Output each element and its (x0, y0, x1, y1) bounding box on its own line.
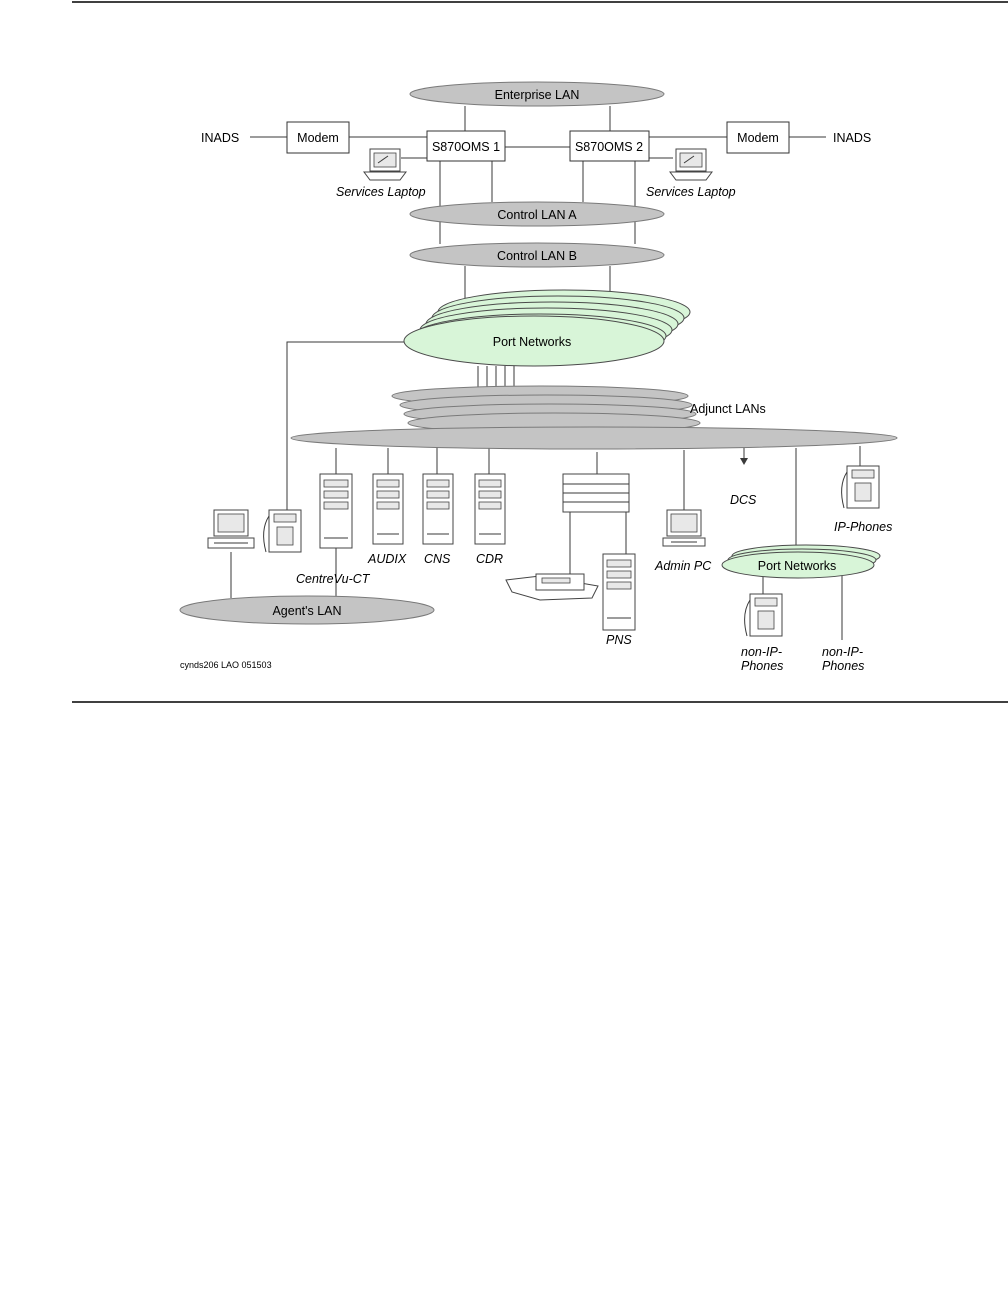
small-port-networks-stack (721, 544, 881, 579)
services-laptop-left-label: Services Laptop (336, 185, 426, 199)
printer-icon (505, 573, 599, 601)
agents-lan-label: Agent's LAN (272, 604, 341, 618)
ip-phones-label: IP-Phones (834, 520, 892, 534)
modem-right (726, 121, 790, 154)
dcs-label: DCS (730, 493, 757, 507)
port-networks-stack (403, 289, 691, 367)
enterprise-lan (409, 81, 665, 107)
inads-right-label: INADS (833, 131, 871, 145)
non-ip-phones-1-line1: non-IP- (741, 645, 782, 659)
dcs-arrow-head (740, 458, 748, 465)
port-networks-main-label: Port Networks (493, 335, 572, 349)
control-lan-a (409, 201, 665, 227)
non-ip-phone-icon (744, 593, 783, 637)
agents-lan (179, 595, 435, 625)
audix-server-icon (372, 473, 404, 545)
network-hub-icon (562, 473, 630, 513)
centrevu-ct-server-icon (319, 473, 353, 549)
admin-pc-icon (662, 509, 706, 547)
server-2 (569, 130, 650, 162)
server-1-label: S870OMS 1 (432, 140, 500, 154)
modem-left-label: Modem (297, 131, 339, 145)
server-1 (426, 130, 506, 162)
control-lan-b-label: Control LAN B (497, 249, 577, 263)
admin-pc-label: Admin PC (654, 559, 712, 573)
cdr-label: CDR (476, 552, 503, 566)
modem-right-label: Modem (737, 131, 779, 145)
adjunct-lans-label: Adjunct LANs (690, 402, 766, 416)
agent-pc-icon (207, 509, 255, 549)
centrevu-ct-label: CentreVu-CT (296, 572, 371, 586)
pns-label: PNS (606, 633, 632, 647)
cdr-server-icon (474, 473, 506, 545)
server-2-label: S870OMS 2 (575, 140, 643, 154)
adjunct-lans-stack (290, 385, 898, 450)
modem-left (286, 121, 350, 154)
non-ip-phones-2-line2: Phones (822, 659, 864, 673)
services-laptop-left-icon (363, 148, 407, 181)
cns-server-icon (422, 473, 454, 545)
cns-label: CNS (424, 552, 451, 566)
figure-id-label: cynds206 LAO 051503 (180, 660, 272, 670)
agent-phone-icon (263, 509, 302, 553)
services-laptop-right-label: Services Laptop (646, 185, 736, 199)
inads-left-label: INADS (201, 131, 239, 145)
services-laptop-right-icon (669, 148, 713, 181)
audix-label: AUDIX (367, 552, 407, 566)
control-lan-a-label: Control LAN A (497, 208, 577, 222)
enterprise-lan-label: Enterprise LAN (495, 88, 580, 102)
pns-server-icon (602, 553, 636, 631)
control-lan-b (409, 242, 665, 268)
non-ip-phones-1-line2: Phones (741, 659, 783, 673)
port-networks-small-label: Port Networks (758, 559, 837, 573)
non-ip-phones-2-line1: non-IP- (822, 645, 863, 659)
ip-phone-icon (841, 465, 880, 509)
